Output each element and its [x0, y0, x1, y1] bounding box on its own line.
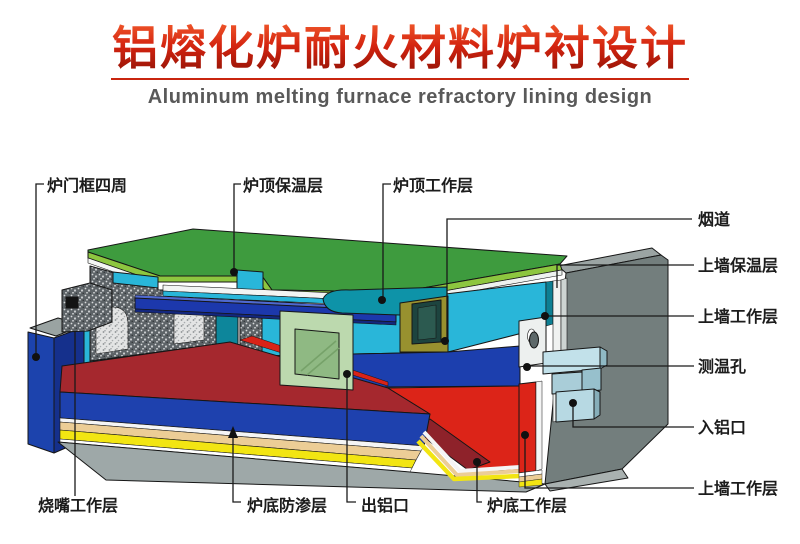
- leader-bottom-working: [473, 458, 482, 503]
- label-al-inlet: 入铝口: [698, 418, 746, 437]
- leader-roof-working: [378, 183, 391, 304]
- label-roof-working: 炉顶工作层: [393, 176, 473, 195]
- roof-cyan-block: [112, 271, 159, 289]
- leader-temp-hole: [523, 363, 694, 371]
- page-title: 铝熔化炉耐火材料炉衬设计: [0, 22, 800, 75]
- leader-al-inlet: [569, 399, 694, 428]
- corner-wrap-strips: [416, 430, 521, 482]
- label-bottom-antiseep: 炉底防渗层: [247, 496, 327, 515]
- label-roof-insulation: 炉顶保温层: [243, 176, 323, 195]
- label-flue: 烟道: [698, 210, 730, 229]
- leader-upper-wall-insulation: [556, 264, 694, 288]
- burner-block: [61, 282, 113, 333]
- label-al-outlet: 出铝口: [361, 496, 409, 515]
- title-block: 铝熔化炉耐火材料炉衬设计 Aluminum melting furnace re…: [0, 22, 800, 109]
- leader-upper-wall-working-2: [521, 431, 694, 489]
- bottom-layer-bands: [57, 391, 546, 493]
- leader-upper-wall-working: [541, 312, 694, 320]
- leader-bottom-antiseep: [228, 426, 241, 503]
- label-burner-working: 烧嘴工作层: [38, 496, 118, 515]
- label-temp-hole: 测温孔: [698, 357, 746, 376]
- page-subtitle: Aluminum melting furnace refractory lini…: [147, 85, 653, 108]
- flue-block: [399, 295, 449, 353]
- leader-roof-insulation: [230, 183, 241, 276]
- aluminum-outlet-panel: [279, 310, 354, 391]
- thermocouple-plate: [518, 316, 547, 368]
- title-divider: [111, 77, 689, 80]
- leader-flue: [441, 218, 692, 345]
- label-door-frame: 炉门框四周: [47, 176, 127, 195]
- label-bottom-working: 炉底工作层: [487, 496, 567, 515]
- leader-al-outlet: [343, 370, 356, 503]
- label-upper-wall-working: 上墙工作层: [698, 307, 778, 326]
- callout-labels: 炉门框四周 炉顶保温层 炉顶工作层 烟道 上墙保温层 上墙工作层 测温孔 入铝口…: [38, 176, 778, 515]
- label-upper-wall-working-2: 上墙工作层: [698, 479, 778, 498]
- leader-door-frame: [32, 183, 44, 361]
- label-upper-wall-insulation: 上墙保温层: [698, 256, 778, 275]
